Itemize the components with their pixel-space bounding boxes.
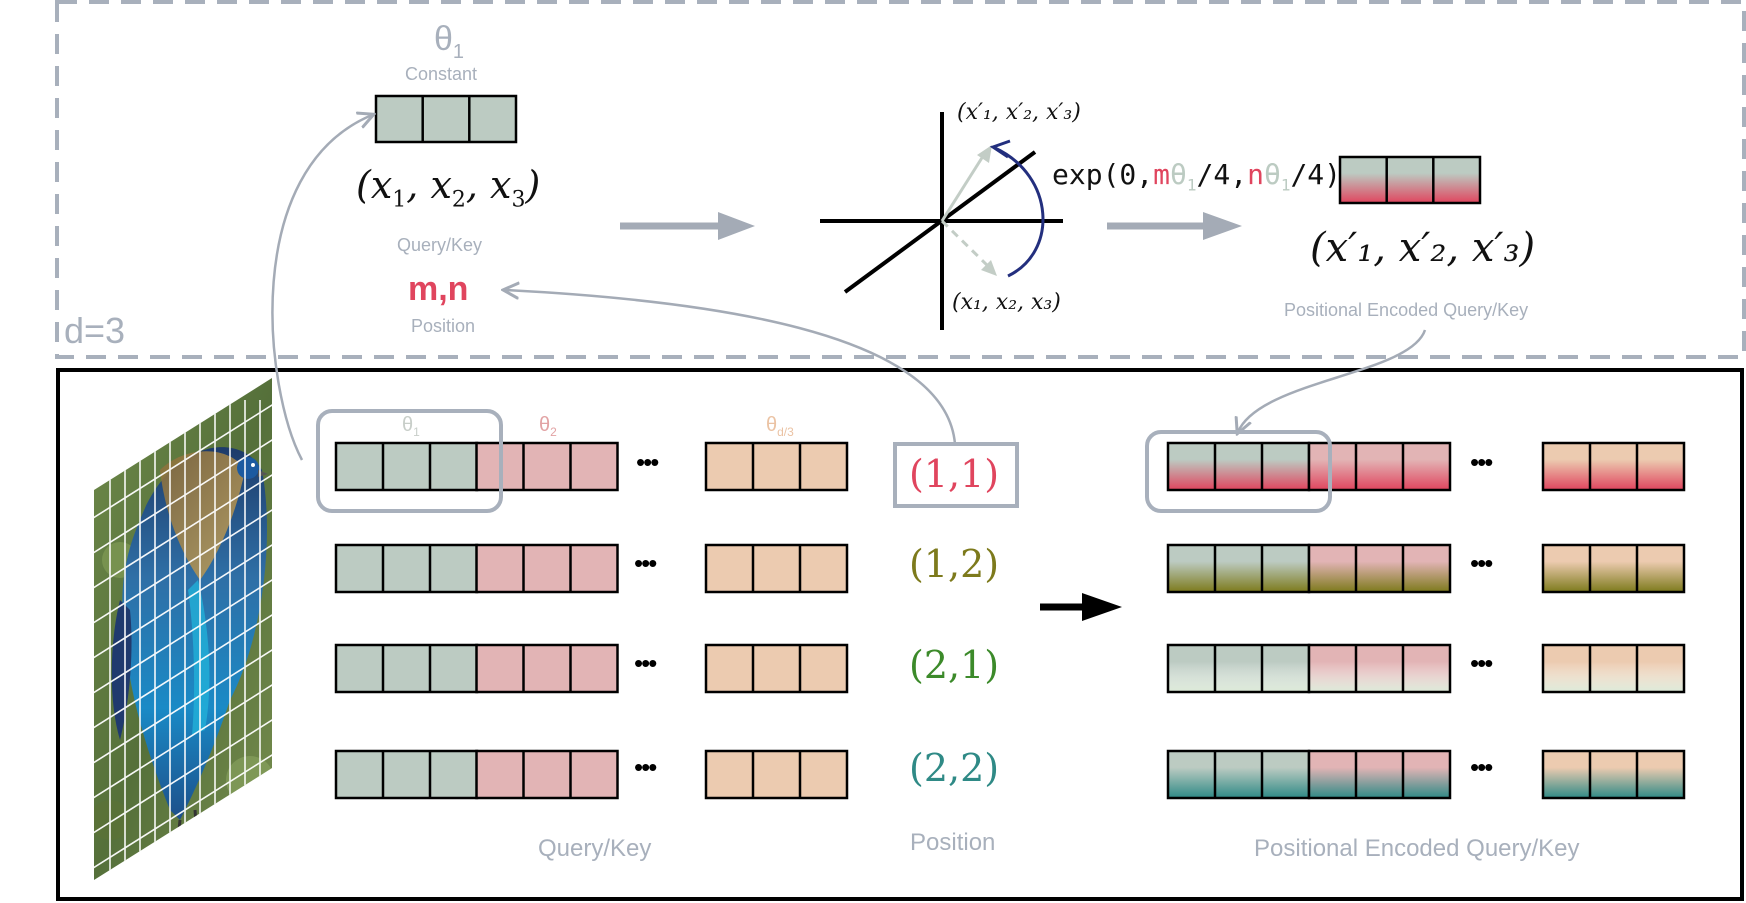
encoded-group-r3-g2 [1307, 643, 1452, 694]
ellipsis: ••• [1470, 752, 1493, 782]
query-key-group-r4-g2 [475, 749, 619, 800]
peacock-image [94, 378, 272, 880]
position-highlight-box [893, 442, 1019, 508]
query-key-group-r3-g2 [475, 643, 619, 694]
encoded-vector-top [1338, 155, 1482, 205]
encoded-group-r3-g1 [1166, 643, 1311, 694]
position-connector-arrow [505, 290, 957, 445]
encoded-vector-math: (x′₁, x′₂, x′₃) [1310, 225, 1536, 271]
dimension-label: d=3 [64, 310, 126, 351]
rotation-formula: exp(0,mθ1/4,nθ1/4) [1052, 158, 1342, 195]
query-key-group-r3-g1 [334, 643, 479, 694]
encoded-group-r1-g3 [1541, 441, 1686, 492]
query-key-group-r2-g1 [334, 543, 479, 594]
position-label-1-1: (1,1) [909, 452, 1000, 496]
encoded-group-r2-g3 [1541, 543, 1686, 594]
query-key-group-r2-g3 [704, 543, 849, 594]
position-label-2-2: (2,2) [909, 746, 1000, 790]
constant-vector [374, 94, 518, 144]
encoded-group-r1-g2 [1307, 441, 1452, 492]
query-key-rows [334, 441, 849, 800]
query-key-group-r1-g2 [475, 441, 619, 492]
position-label-2-1: (2,1) [909, 643, 1000, 687]
ellipsis: ••• [636, 447, 659, 477]
theta-symbol: θ [434, 20, 453, 58]
encoded-connector-arrow [1238, 329, 1427, 432]
position-label-top: Position [411, 316, 476, 336]
position-label-1-2: (1,2) [909, 542, 1000, 586]
constant-label: Constant [405, 64, 478, 84]
top-dashed-frame [55, 0, 1746, 359]
query-key-group-r4-g1 [334, 749, 479, 800]
ellipsis: ••• [1470, 447, 1493, 477]
ellipsis: ••• [634, 752, 657, 782]
encoded-group-r4-g1 [1166, 749, 1311, 800]
encoded-label-top: Positional Encoded Query/Key [1284, 300, 1529, 320]
rotation-arc [989, 139, 1045, 278]
original-vector-arrow [940, 219, 997, 276]
query-key-caption: Query/Key [538, 835, 652, 862]
encoded-caption: Positional Encoded Query/Key [1254, 835, 1580, 862]
encoded-group-r4-g2 [1307, 749, 1452, 800]
rotated-vector-arrow [940, 145, 992, 222]
ellipsis: ••• [1470, 548, 1493, 578]
encoded-group-r2-g2 [1307, 543, 1452, 594]
original-vector-label: (x₁, x₂, x₃) [952, 290, 1061, 315]
top-arrow-right [1107, 212, 1242, 240]
top-arrow-left [620, 212, 755, 240]
encoded-group-r3-g3 [1541, 643, 1686, 694]
ellipsis: ••• [1470, 648, 1493, 678]
encoded-group-r1-g1 [1166, 441, 1311, 492]
encoded-highlight-box [1145, 430, 1332, 513]
query-key-label-top: Query/Key [397, 235, 483, 255]
query-key-group-r1-g1 [334, 441, 479, 492]
encoded-group-r2-g1 [1166, 543, 1311, 594]
encoded-query-key-rows [1166, 441, 1686, 800]
query-key-group-r3-g3 [704, 643, 849, 694]
theta-subscript: 1 [452, 40, 465, 63]
query-key-group-r2-g2 [475, 543, 619, 594]
input-vector-math: (x1, x2, x3) [356, 163, 541, 213]
position-caption: Position [910, 829, 996, 856]
theta1-symbol-top: θ1 [434, 20, 464, 64]
transform-arrow [1040, 593, 1122, 621]
position-value-top: m,n [408, 270, 469, 308]
encoded-group-r4-g3 [1541, 749, 1686, 800]
theta2-label-bottom: θ2 [539, 414, 557, 439]
theta1-highlight-box [316, 409, 503, 513]
bottom-solid-frame [56, 368, 1744, 901]
rotated-vector-label: (x′₁, x′₂, x′₃) [957, 100, 1081, 125]
query-key-group-r1-g3 [704, 441, 849, 492]
theta1-label-bottom: θ1 [402, 414, 420, 439]
query-key-group-r4-g3 [704, 749, 849, 800]
ellipsis: ••• [634, 648, 657, 678]
theta3-label-bottom: θd/3 [766, 414, 794, 439]
ellipsis: ••• [634, 548, 657, 578]
theta-connector-arrow [271, 115, 372, 461]
